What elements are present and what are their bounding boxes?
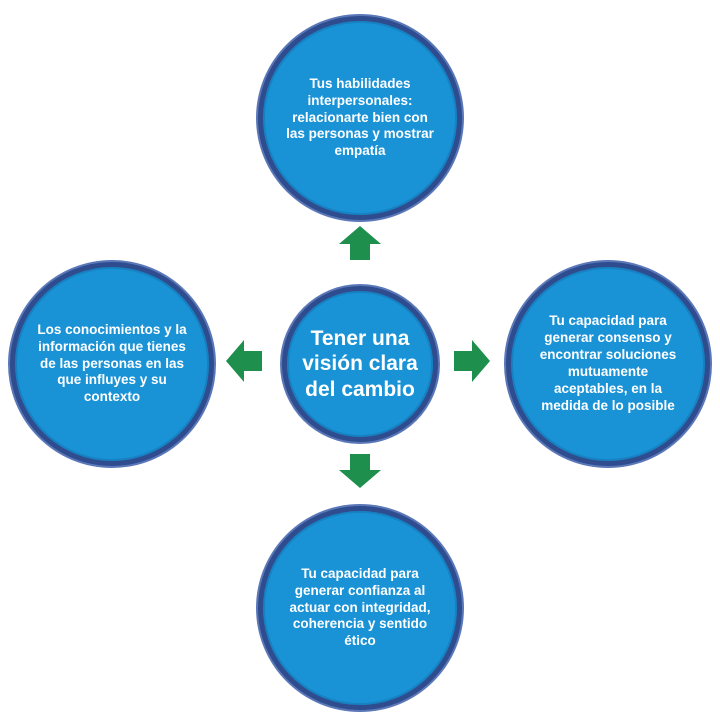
- bottom-circle-trust: Tu capacidad para generar confianza al a…: [258, 506, 462, 710]
- top-circle-text: Tus habilidades interpersonales: relacio…: [286, 75, 434, 159]
- center-circle-vision: Tener una visión clara del cambio: [282, 286, 438, 442]
- top-circle-interpersonal-skills: Tus habilidades interpersonales: relacio…: [258, 16, 462, 220]
- arrow-up-icon: [339, 226, 381, 260]
- right-circle-consensus: Tu capacidad para generar consenso y enc…: [506, 262, 710, 466]
- center-circle-text: Tener una visión clara del cambio: [302, 327, 418, 401]
- bottom-circle-text: Tu capacidad para generar confianza al a…: [289, 565, 431, 649]
- arrow-right-icon: [454, 340, 490, 382]
- arrow-left-icon: [226, 340, 262, 382]
- left-circle-knowledge: Los conocimientos y la información que t…: [10, 262, 214, 466]
- right-circle-text: Tu capacidad para generar consenso y enc…: [539, 313, 677, 413]
- arrow-down-icon: [339, 454, 381, 488]
- left-circle-text: Los conocimientos y la información que t…: [37, 321, 187, 405]
